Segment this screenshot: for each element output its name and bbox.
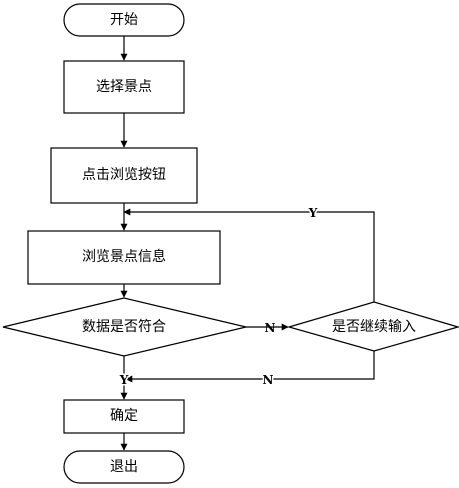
confirm-label: 确定 <box>110 408 138 424</box>
node-exit: 退出 <box>63 450 185 484</box>
continue-input-diamond <box>286 301 459 352</box>
start-label: 开始 <box>110 12 138 28</box>
data-match-label: 数据是否符合 <box>82 319 166 335</box>
connectors <box>120 35 375 451</box>
select-spot-box <box>63 60 185 114</box>
exit-label: 退出 <box>110 459 138 475</box>
edge-label-match-yes: Y <box>119 373 129 387</box>
node-continue-input: 是否继续输入 <box>286 301 459 352</box>
node-click-browse: 点击浏览按钮 <box>50 147 198 204</box>
edge-label-continue-no: N <box>263 373 274 387</box>
click-browse-label: 点击浏览按钮 <box>82 167 166 183</box>
node-start: 开始 <box>63 3 185 37</box>
data-match-diamond <box>2 297 247 357</box>
node-select-spot: 选择景点 <box>63 60 185 114</box>
exit-terminal <box>63 450 185 484</box>
node-browse-info: 浏览景点信息 <box>27 230 221 285</box>
arrow-continue-yes-loop <box>123 208 375 302</box>
browse-info-box <box>27 230 221 285</box>
browse-info-label: 浏览景点信息 <box>82 248 166 265</box>
confirm-box <box>63 399 185 434</box>
arrow-continue-no <box>125 351 375 383</box>
select-spot-label: 选择景点 <box>96 79 152 95</box>
edge-label-continue-yes: Y <box>308 206 318 220</box>
continue-input-label: 是否继续输入 <box>332 318 416 335</box>
edge-label-match-no: N <box>265 321 276 335</box>
node-data-match: 数据是否符合 <box>2 297 247 357</box>
node-confirm: 确定 <box>63 399 185 434</box>
start-terminal <box>63 3 185 37</box>
click-browse-box <box>50 147 198 204</box>
